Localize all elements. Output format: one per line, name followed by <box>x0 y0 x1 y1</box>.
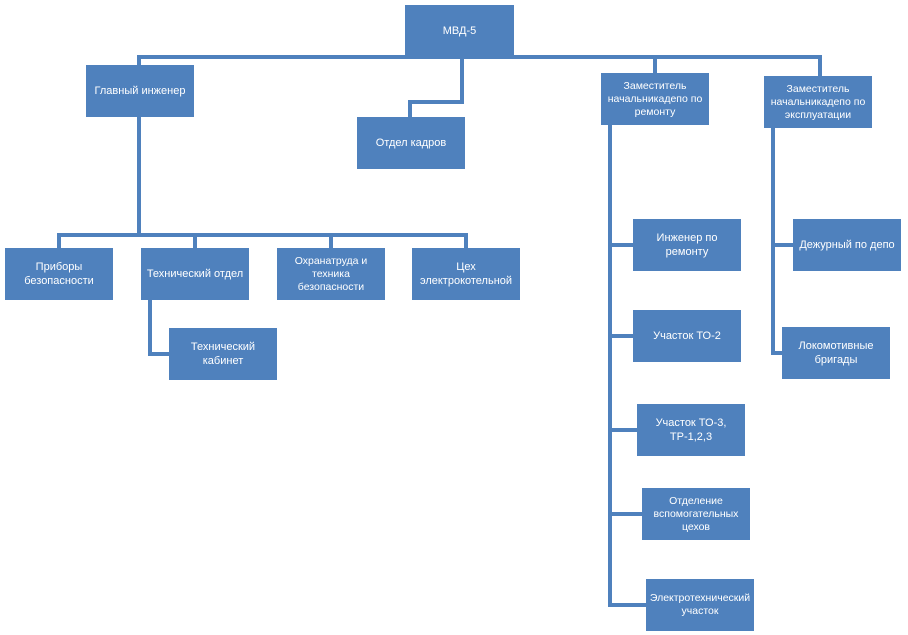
node-repair-engineer: Инженер по ремонту <box>633 219 741 271</box>
connector-tech-cabinet <box>148 300 171 356</box>
connector-hr <box>408 55 464 119</box>
node-root: МВД-5 <box>405 5 514 57</box>
node-tech-cabinet: Технический кабинет <box>169 328 277 380</box>
node-electrotech: Электротехнический участок <box>646 579 754 631</box>
node-chief-engineer: Главный инженер <box>86 65 194 117</box>
node-to3: Участок ТО-3, ТР-1,2,3 <box>637 404 745 456</box>
node-labor-safety: Охранатруда и техника безопасности <box>277 248 385 300</box>
node-loco-crews: Локомотивные бригады <box>782 327 890 379</box>
node-to2: Участок ТО-2 <box>633 310 741 362</box>
node-hr: Отдел кадров <box>357 117 465 169</box>
node-duty-officer: Дежурный по депо <box>793 219 901 271</box>
node-deputy-repair: Заместитель начальникадепо по ремонту <box>601 73 709 125</box>
node-electroboiler: Цех электрокотельной <box>412 248 520 300</box>
node-safety-devices: Приборы безопасности <box>5 248 113 300</box>
node-tech-dept: Технический отдел <box>141 248 249 300</box>
node-deputy-ops: Заместитель начальникадепо по эксплуатац… <box>764 76 872 128</box>
node-aux-shops: Отделение вспомогательных цехов <box>642 488 750 540</box>
